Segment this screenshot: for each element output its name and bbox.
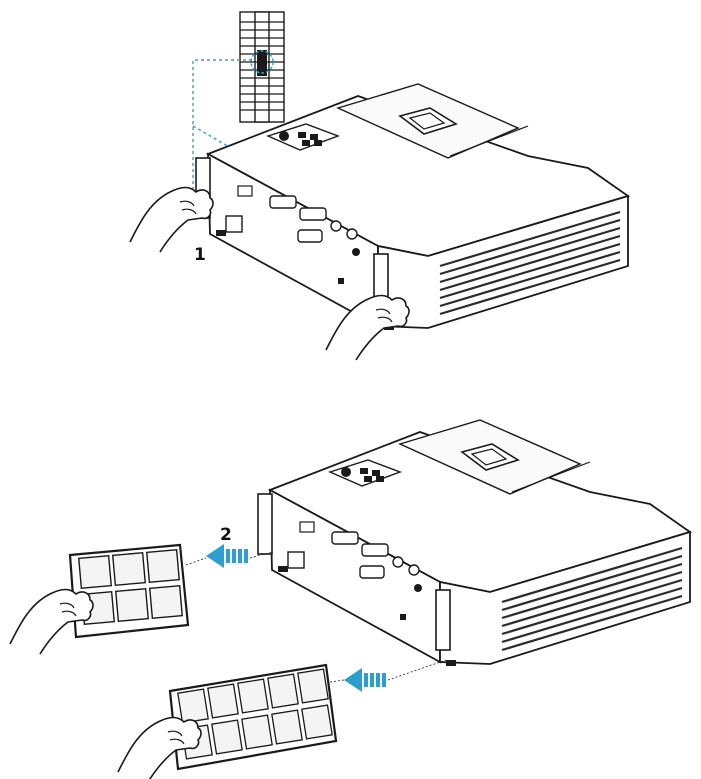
arrow-left-icon [206,544,248,568]
filter-cartridge-top [68,543,190,639]
arrow-left-icon [344,668,386,692]
step-1-label: 1 [194,245,206,265]
step-2-label: 2 [220,525,232,545]
projector-bottom [256,418,692,668]
filter-cartridge-bottom [168,663,338,771]
latch-detail-inset [239,11,285,123]
callout-lines [192,59,391,282]
removal-guide-lines [185,551,447,683]
hand-icon [129,186,214,253]
hand-icon [117,716,202,779]
step-1-illustration: 1 [129,11,630,361]
step-2-illustration: 2 [9,418,692,779]
